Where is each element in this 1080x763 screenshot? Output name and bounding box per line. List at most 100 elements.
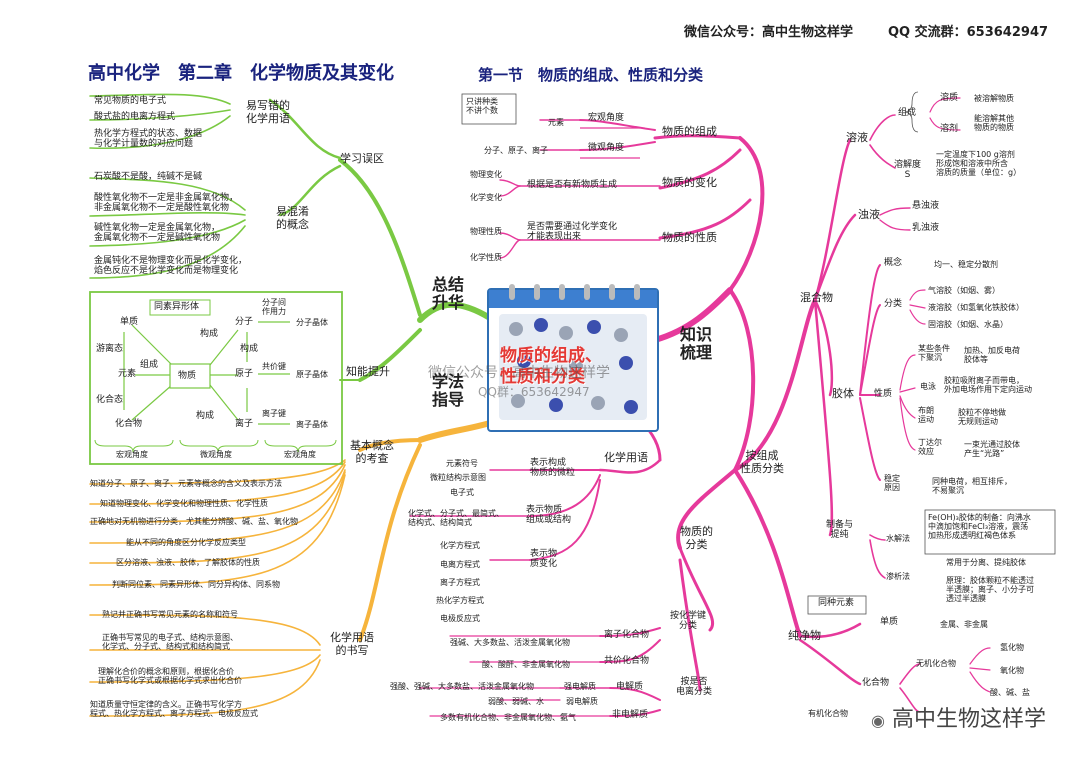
center-title-line1: 物质的组成、 bbox=[500, 346, 602, 366]
an-zucheng-xingzhi: 按组成 性质分类 bbox=[740, 449, 784, 475]
ruo-dianjiezhi: 弱电解质 bbox=[566, 697, 598, 706]
gurongjiao: 固溶胶（如烟、水晶） bbox=[928, 320, 1008, 329]
lizijian: 离子键 bbox=[262, 409, 286, 418]
qirongjiao: 气溶胶（如烟、雾） bbox=[928, 286, 1000, 295]
footer-watermark-text: 高中生物这样学 bbox=[891, 707, 1046, 732]
yihunxiao: 易混淆 的概念 bbox=[276, 205, 309, 231]
huahetai: 化合态 bbox=[96, 395, 124, 405]
xingzhi-basis: 是否需要通过化学变化 才能表现出来 bbox=[527, 222, 618, 243]
bulang-desc: 胶粒不停地做 无规则运动 bbox=[958, 408, 1006, 427]
fangchengshi: 电离方程式 bbox=[440, 560, 480, 569]
suan-jian-yan: 酸、碱、盐 bbox=[990, 688, 1030, 697]
youji-huahewu: 有机化合物 bbox=[808, 709, 848, 718]
gongjiajian: 共价键 bbox=[262, 362, 286, 371]
fenzi: 分子 bbox=[235, 317, 254, 327]
qiang-items: 强酸、强碱、大多数盐、活泼金属氧化物 bbox=[390, 682, 534, 691]
rongji-desc: 能溶解其他 物质的物质 bbox=[974, 114, 1014, 133]
yihunxiao-item: 酸性氧化物不一定是非金属氧化物， 非金属氧化物不一定是酸性氧化物 bbox=[94, 193, 239, 214]
jiben-item: 知道分子、原子、离子、元素等概念的含义及表示方法 bbox=[90, 479, 282, 488]
section-title: 第一节 物质的组成、性质和分类 bbox=[478, 66, 704, 84]
ruo-items: 弱酸、弱碱、水 bbox=[488, 697, 544, 706]
wuzhi-bianhua: 物质的变化 bbox=[662, 176, 717, 189]
lizi-huahewu: 离子化合物 bbox=[604, 630, 650, 640]
dianyong: 电泳 bbox=[920, 382, 936, 391]
branch-zhishi: 知识 梳理 bbox=[680, 325, 713, 363]
zucheng: 组成 bbox=[140, 360, 159, 370]
ruzhuoye: 乳浊液 bbox=[912, 223, 940, 233]
huahewu: 化合物 bbox=[115, 419, 143, 429]
calendar-header-bar bbox=[489, 290, 657, 308]
yongyu-item: 正确书写常见的电子式、结构示意图、 化学式、分子式、结构式和结构简式 bbox=[102, 633, 238, 652]
wuli-bianhua: 物理变化 bbox=[470, 170, 502, 179]
center-calendar-card bbox=[487, 284, 659, 432]
fei-dianjiezhi: 非电解质 bbox=[612, 710, 649, 720]
center-title: 物质的组成、 性质和分类 bbox=[500, 346, 602, 389]
gainian-desc: 均一、稳定分散剂 bbox=[934, 260, 998, 269]
wending-desc: 同种电荷，相互排斥， 不易聚沉 bbox=[932, 477, 1012, 496]
goucheng-3: 构成 bbox=[196, 411, 215, 421]
jiben-item: 能从不同的角度区分化学反应类型 bbox=[126, 538, 246, 547]
an-huaxuejian: 按化学键 分类 bbox=[670, 611, 707, 632]
qinghuawu: 氢化物 bbox=[1000, 643, 1024, 652]
yixiecuo-item: 酸式盐的电离方程式 bbox=[94, 112, 176, 122]
an-dianli: 按是否 电离分类 bbox=[676, 677, 713, 698]
shenxi-desc1: 常用于分离、提纯胶体 bbox=[946, 558, 1026, 567]
yihunxiao-item: 碱性氧化物一定是金属氧化物， 金属氧化物不一定是碱性氧化物 bbox=[94, 223, 221, 244]
dianjiezhi: 电解质 bbox=[616, 682, 644, 692]
shuijiefa: 水解法 bbox=[886, 534, 910, 543]
center-watermark-1: 微信公众号：高中生物这样学 bbox=[428, 365, 610, 381]
rongjiedu: 溶解度 S bbox=[894, 160, 922, 181]
fenzijingti: 分子晶体 bbox=[296, 318, 328, 327]
rongzhi: 溶质 bbox=[940, 93, 959, 103]
qq-group: QQ 交流群：653642947 bbox=[888, 25, 1049, 40]
tongsuyiti: 同素异形体 bbox=[154, 302, 200, 312]
calendar-ring bbox=[534, 284, 540, 300]
jiben-label: 基本概念 的考查 bbox=[350, 439, 394, 465]
shenxi-desc2: 原理：胶体颗粒不能透过 半透膜；离子、小分子可 透过半透膜 bbox=[946, 576, 1034, 604]
yixiecuo: 易写错的 化学用语 bbox=[246, 99, 290, 125]
yanghuawu: 氧化物 bbox=[1000, 666, 1024, 675]
huaxue-yongyu: 化学用语 bbox=[604, 451, 648, 464]
weili-label: 分子、原子、离子 bbox=[484, 146, 548, 155]
yuanzijingti: 原子晶体 bbox=[296, 370, 328, 379]
lizijingti: 离子晶体 bbox=[296, 420, 328, 429]
jiben-item: 判断同位素、同素异形体、同分异构体、同系物 bbox=[112, 580, 280, 589]
calendar-ring bbox=[509, 284, 515, 300]
shenxifa: 渗析法 bbox=[886, 572, 910, 581]
rongzhi-desc: 被溶解物质 bbox=[974, 94, 1014, 103]
yihunxiao-item: 石炭酸不是酸，纯碱不是碱 bbox=[94, 172, 203, 182]
rongji: 溶剂 bbox=[940, 124, 959, 134]
wuzhi-xingzhi: 物质的性质 bbox=[662, 231, 717, 244]
fangchengshi: 化学方程式 bbox=[440, 541, 480, 550]
hongguan-jiaodu: 宏观角度 bbox=[116, 450, 148, 459]
rongye: 溶液 bbox=[846, 131, 868, 144]
lizi: 离子 bbox=[235, 419, 254, 429]
nengli-label: 知能提升 bbox=[346, 365, 390, 378]
yongyu-item: 熟记并正确书写常见元素的名称和符号 bbox=[102, 610, 238, 619]
weili-jiegou: 微粒结构示意图 bbox=[430, 473, 486, 482]
hunhewu: 混合物 bbox=[800, 291, 833, 304]
fangchengshi: 离子方程式 bbox=[440, 578, 480, 587]
jiaoti-fenlei: 分类 bbox=[884, 299, 903, 309]
calendar-ring bbox=[609, 284, 615, 300]
huaxue-xingzhi: 化学性质 bbox=[470, 253, 502, 262]
zhuoye: 浊液 bbox=[858, 208, 880, 221]
weiguan-jiaodu-top: 微观角度 bbox=[588, 143, 625, 153]
wending-yuanyin: 稳定 原因 bbox=[884, 474, 900, 493]
yuanzi: 原子 bbox=[235, 369, 254, 379]
gongjia-items: 酸、酸酐、非金属氧化物 bbox=[482, 660, 570, 669]
yerongjiao: 液溶胶（如氢氧化铁胶体） bbox=[928, 303, 1024, 312]
wuji-huahewu: 无机化合物 bbox=[916, 659, 956, 668]
shuijiefa-desc: Fe(OH)₃胶体的制备：向沸水 中滴加饱和FeCl₃溶液，震荡 加热形成透明红… bbox=[928, 513, 1031, 541]
wuzhi-fenlei: 物质的 分类 bbox=[680, 525, 713, 551]
goucheng-1: 构成 bbox=[200, 329, 219, 339]
biaoshi-zucheng: 表示物质 组成或结构 bbox=[526, 505, 572, 526]
calendar-ring bbox=[634, 284, 640, 300]
page-title: 高中化学 第二章 化学物质及其变化 bbox=[88, 63, 394, 84]
dianzishi: 电子式 bbox=[450, 488, 474, 497]
yuansu-label: 元素 bbox=[548, 118, 564, 127]
bulang: 布朗 运动 bbox=[918, 406, 934, 425]
lizi-items: 强碱、大多数盐、活泼金属氧化物 bbox=[450, 638, 570, 647]
jiaoti-gainian: 概念 bbox=[884, 258, 903, 268]
dingdaer-desc: 一束光通过胶体 产生“光路” bbox=[964, 440, 1020, 459]
